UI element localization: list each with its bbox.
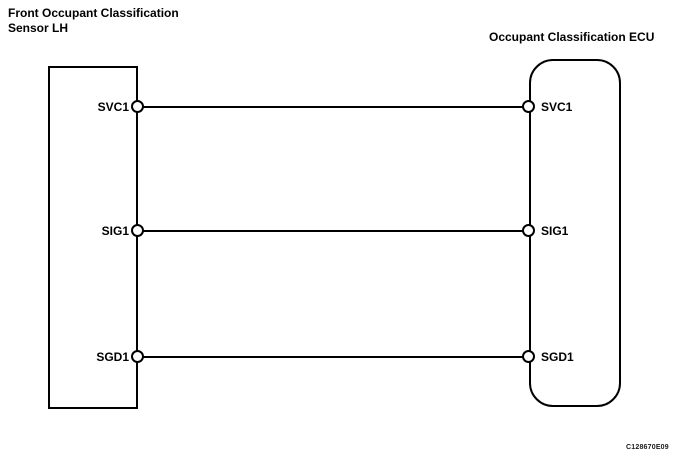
wire-sgd1 (138, 356, 529, 358)
terminal-circle (131, 100, 144, 113)
wire-sig1 (138, 230, 529, 232)
sensor-pin-label: SVC1 (97, 100, 129, 114)
sensor-pin-label: SGD1 (96, 350, 129, 364)
terminal-circle (522, 224, 535, 237)
ecu-pin-label: SGD1 (541, 350, 574, 364)
terminal-circle (131, 224, 144, 237)
sensor-box (48, 66, 138, 409)
left-component-title-line1: Front Occupant Classification (8, 6, 179, 20)
terminal-circle (522, 350, 535, 363)
ecu-pin-label: SIG1 (541, 224, 569, 238)
left-component-title: Front Occupant Classification Sensor LH (8, 6, 179, 36)
figure-code: C128670E09 (626, 444, 669, 451)
sensor-pin-label: SIG1 (101, 224, 129, 238)
ecu-pin-label: SVC1 (541, 100, 573, 114)
left-component-title-line2: Sensor LH (8, 21, 69, 35)
terminal-circle (522, 100, 535, 113)
terminal-circle (131, 350, 144, 363)
wire-svc1 (138, 106, 529, 108)
right-component-title: Occupant Classification ECU (489, 30, 655, 44)
